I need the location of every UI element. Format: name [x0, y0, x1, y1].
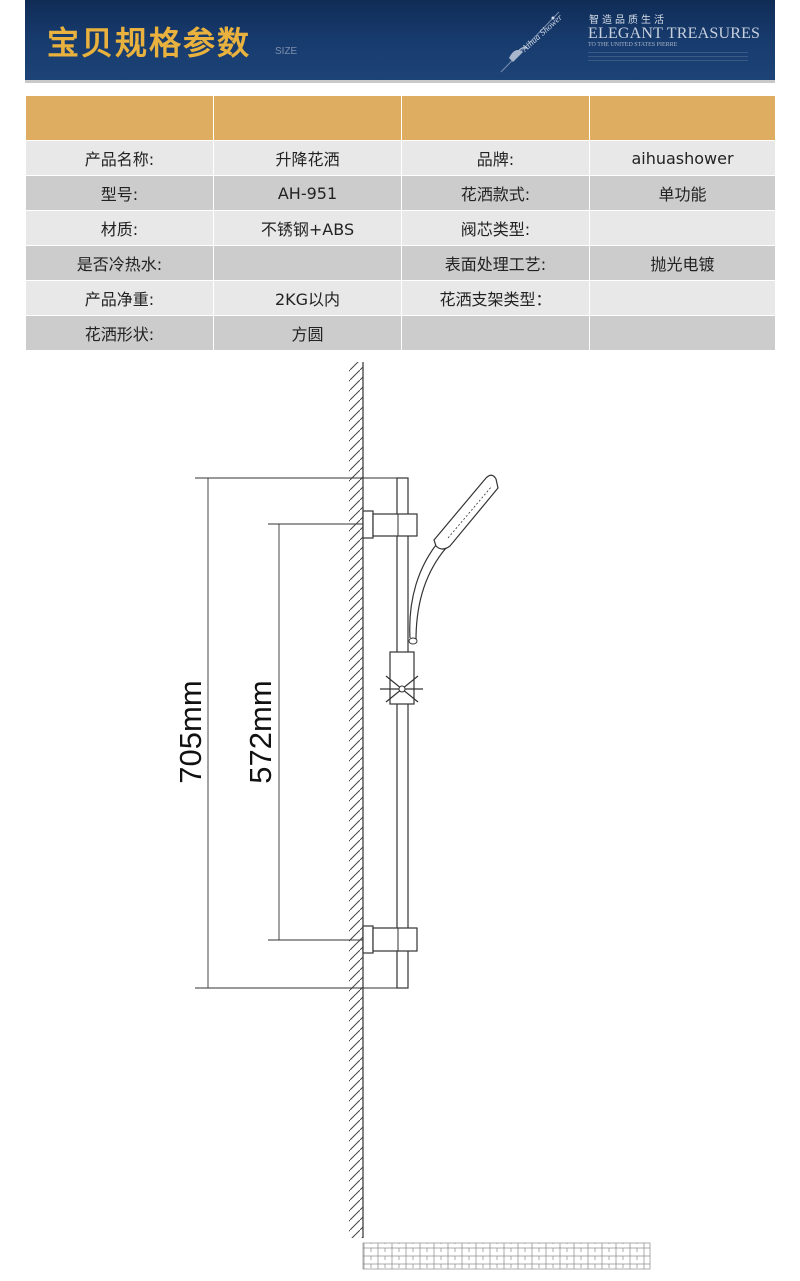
spec-value — [589, 280, 776, 316]
spec-value: 方圆 — [213, 315, 402, 351]
spec-value: aihuashower — [589, 140, 776, 176]
header-cell — [589, 95, 776, 141]
spec-value: 单功能 — [589, 175, 776, 211]
header-cell — [213, 95, 402, 141]
spec-label: 花洒款式: — [401, 175, 590, 211]
spec-label: 阀芯类型: — [401, 210, 590, 246]
spec-label: 产品净重: — [25, 280, 214, 316]
floor-tiles — [362, 1242, 651, 1270]
tagline-english: ELEGANT TREASURES — [588, 25, 761, 42]
spec-value: AH-951 — [213, 175, 402, 211]
spec-value — [589, 210, 776, 246]
spec-label: 产品名称: — [25, 140, 214, 176]
logo-lettering: Aihua Shower — [519, 12, 565, 54]
shower-handle — [408, 539, 447, 645]
slider-holder — [380, 651, 423, 705]
spec-value: 升降花洒 — [213, 140, 402, 176]
spec-value: 不锈钢+ABS — [213, 210, 402, 246]
tagline-chinese: 智造品质生活 — [589, 15, 667, 26]
spec-label: 花洒支架类型： — [401, 280, 590, 316]
table-row: 产品名称: 升降花洒 品牌: aihuashower — [25, 140, 776, 176]
dimension-total-label: 705mm — [173, 680, 208, 783]
spec-table: 产品名称: 升降花洒 品牌: aihuashower 型号: AH-951 花洒… — [25, 95, 776, 351]
bottom-bracket — [362, 925, 418, 954]
brand-logo-icon: Aihua Shower — [500, 11, 565, 73]
spec-label: 品牌: — [401, 140, 590, 176]
spec-label: 是否冷热水: — [25, 245, 214, 281]
table-header-row — [25, 95, 776, 141]
table-row: 产品净重: 2KG以内 花洒支架类型： — [25, 280, 776, 316]
spec-label: 花洒形状: — [25, 315, 214, 351]
top-bracket — [362, 510, 418, 539]
banner-decor-lines — [588, 52, 748, 64]
banner-divider — [25, 80, 775, 83]
spec-value: 抛光电镀 — [589, 245, 776, 281]
table-row: 是否冷热水: 表面处理工艺: 抛光电镀 — [25, 245, 776, 281]
banner-title-small: SIZE — [275, 46, 298, 57]
technical-drawing: 705mm 572mm — [173, 362, 651, 1270]
header-banner: 宝贝规格参数 SIZE Aihua Shower 智造品质生活 ELEGANT … — [25, 0, 775, 82]
shower-head — [433, 474, 499, 550]
dimension-total: 705mm — [173, 477, 408, 989]
spec-label: 表面处理工艺: — [401, 245, 590, 281]
header-cell — [401, 95, 590, 141]
spec-value: 2KG以内 — [213, 280, 402, 316]
header-cell — [25, 95, 214, 141]
spec-value — [589, 315, 776, 351]
slide-rail — [396, 477, 409, 989]
spec-label — [401, 315, 590, 351]
spec-value — [213, 245, 402, 281]
banner-title: 宝贝规格参数 — [47, 24, 252, 62]
spec-label: 材质: — [25, 210, 214, 246]
table-row: 花洒形状: 方圆 — [25, 315, 776, 351]
tagline-sub: TO THE UNITED STATES PIERRE — [588, 42, 678, 48]
table-row: 材质: 不锈钢+ABS 阀芯类型: — [25, 210, 776, 246]
spec-label: 型号: — [25, 175, 214, 211]
wall — [349, 362, 364, 1238]
dimension-inner-label: 572mm — [243, 680, 278, 783]
table-row: 型号: AH-951 花洒款式: 单功能 — [25, 175, 776, 211]
dimension-inner: 572mm — [243, 523, 363, 941]
